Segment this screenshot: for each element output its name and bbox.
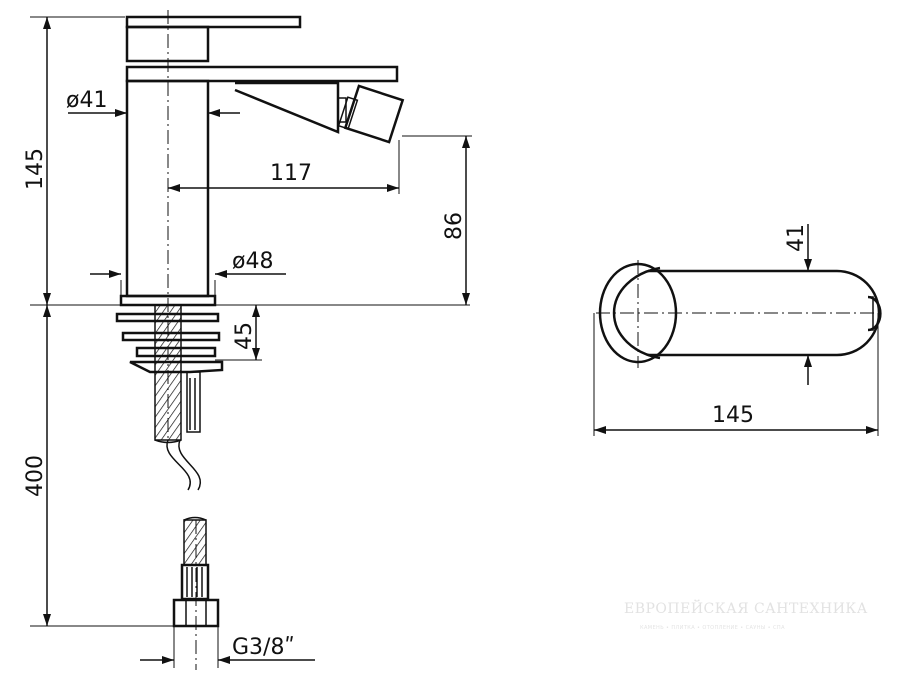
- spout-arm: [234, 81, 340, 134]
- top-view: 41 145: [593, 224, 882, 436]
- dim-117: 117: [270, 161, 312, 186]
- dim-86: 86: [442, 212, 467, 240]
- watermark-subtitle: КАМЕНЬ • ПЛИТКА • ОТОПЛЕНИЕ • САУНЫ • СП…: [640, 625, 785, 631]
- fixing-rod: [186, 371, 201, 433]
- aerator: [343, 84, 405, 144]
- dim-d48: ø48: [232, 249, 273, 274]
- spout-bar: [125, 65, 399, 83]
- threaded-shank: [154, 304, 182, 441]
- watermark-title: ЕВРОПЕЙСКАЯ САНТЕХНИКА: [624, 598, 868, 617]
- lever-handle: [125, 15, 302, 29]
- dim-d41: ø41: [66, 88, 107, 113]
- flexible-hose: [183, 519, 207, 566]
- dim-45: 45: [232, 322, 257, 350]
- fixing-nut: [129, 360, 224, 374]
- side-view: 145 400 ø41 117 86 ø48 45 G3/8ʺ: [23, 10, 472, 670]
- dim-400: 400: [23, 455, 48, 497]
- watermark: ЕВРОПЕЙСКАЯ САНТЕХНИКА КАМЕНЬ • ПЛИТКА •…: [624, 598, 868, 631]
- dim-145-side: 145: [23, 148, 48, 190]
- dim-145-top: 145: [712, 403, 754, 428]
- hose-crimp: [180, 563, 210, 601]
- dim-g38: G3/8ʺ: [232, 635, 295, 660]
- dim-41-top: 41: [784, 224, 809, 252]
